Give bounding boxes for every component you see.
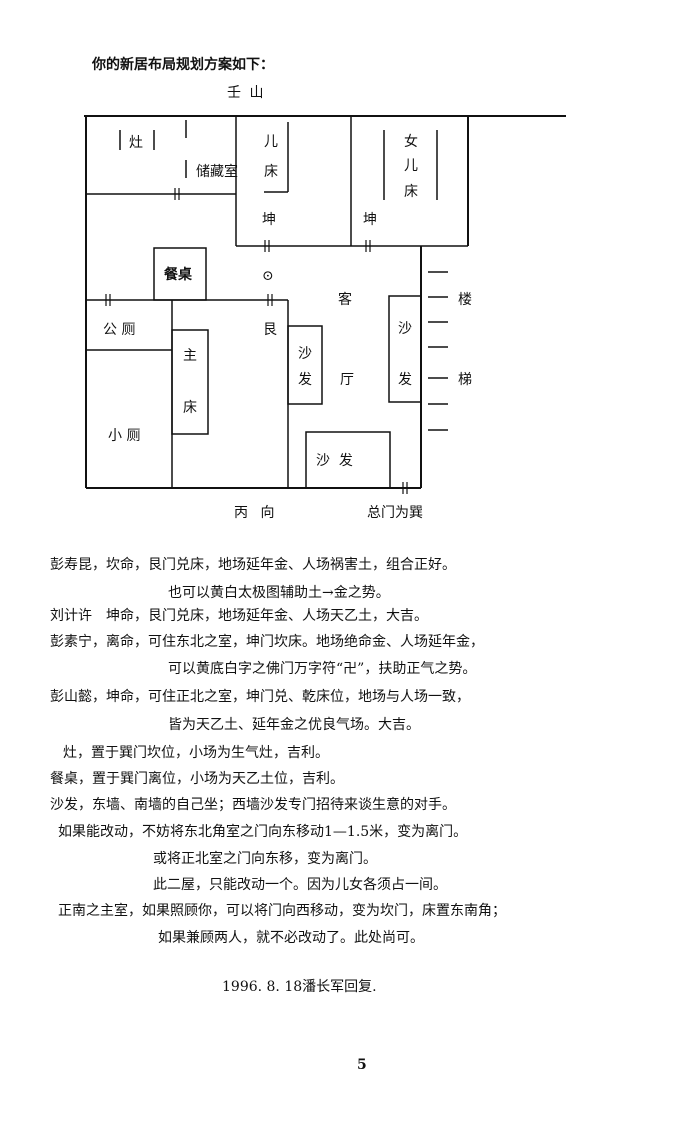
body-line-14: 正南之主室，如果照顾你，可以将门向西移动，变为坎门，床置东南角； xyxy=(58,903,506,919)
master-bed-label-1: 主 xyxy=(183,348,197,364)
son-bed-label-2: 床 xyxy=(264,164,278,180)
body-line-10: 沙发，东墙、南墙的自己坐；西墙沙发专门招待来谈生意的对手。 xyxy=(50,797,456,813)
body-line-11: 如果能改动，不妨将东北角室之门向东移动1—1.5米，变为离门。 xyxy=(58,824,468,840)
stove-label: 灶 xyxy=(129,135,143,151)
dining-table-label: 餐桌 xyxy=(163,266,193,283)
body-line-7: 皆为天乙土、延年金之优良气场。大吉。 xyxy=(168,717,420,733)
floor-plan: 灶 储藏室 儿 床 坤 女 儿 床 坤 餐桌 ⊙ 公 厕 主 床 小 厕 艮 沙… xyxy=(84,115,566,494)
master-bed-label-2: 床 xyxy=(183,400,197,416)
sofa-left-label-2: 发 xyxy=(298,372,312,388)
living-room-label-2: 厅 xyxy=(340,372,354,388)
body-line-13: 此二屋，只能改动一个。因为儿女各须占一间。 xyxy=(153,877,447,893)
body-line-4: 彭素宁，离命，可住东北之室，坤门坎床。地场绝命金、人场延年金， xyxy=(50,634,484,650)
body-line-2: 也可以黄白太极图辅助土→金之势。 xyxy=(168,585,390,601)
kun-left-label: 坤 xyxy=(262,212,276,228)
body-line-3: 刘计许 坤命，艮门兑床，地场延年金、人场天乙土，大吉。 xyxy=(50,608,428,624)
daughter-bed-label-3: 床 xyxy=(404,184,418,200)
daughter-bed-label-1: 女 xyxy=(404,133,418,150)
stairs-label-1: 楼 xyxy=(458,292,472,308)
body-line-12: 或将正北室之门向东移，变为离门。 xyxy=(153,851,377,867)
body-line-1: 彭寿昆，坎命，艮门兑床，地场延年金、人场祸害土，组合正好。 xyxy=(50,557,456,573)
body-line-8: 灶，置于巽门坎位，小场为生气灶，吉利。 xyxy=(63,745,329,761)
living-room-label-1: 客 xyxy=(338,291,352,308)
main-door-label: 总门为巽 xyxy=(367,505,423,521)
sofa-bottom-label: 沙 发 xyxy=(316,453,353,469)
son-bed-label-1: 儿 xyxy=(264,134,278,150)
center-mark-icon: ⊙ xyxy=(262,268,274,284)
body-line-5: 可以黄底白字之佛门万字符“卍”，扶助正气之势。 xyxy=(168,661,477,677)
intro-heading: 你的新居布局规划方案如下： xyxy=(92,57,274,73)
page-number: 5 xyxy=(357,1057,367,1073)
signature: 1996. 8. 18潘长军回复. xyxy=(222,979,377,995)
small-toilet-label: 小 厕 xyxy=(108,428,140,444)
sofa-right-label-1: 沙 xyxy=(398,321,412,337)
body-line-6: 彭山懿，坤命，可住正北之室，坤门兑、乾床位，地场与人场一致， xyxy=(50,689,470,705)
body-line-9: 餐桌，置于巽门离位，小场为天乙土位，吉利。 xyxy=(50,771,344,787)
north-label: 壬 山 xyxy=(227,85,266,101)
body-line-15: 如果兼顾两人，就不必改动了。此处尚可。 xyxy=(158,930,424,946)
sofa-left-label-1: 沙 xyxy=(298,346,312,362)
kun-right-label: 坤 xyxy=(363,212,377,228)
gen-label: 艮 xyxy=(263,322,277,338)
stairs-label-2: 梯 xyxy=(458,372,472,388)
south-label: 丙 向 xyxy=(234,505,279,521)
storage-room-label: 储藏室 xyxy=(196,163,238,180)
sofa-right-label-2: 发 xyxy=(398,372,412,388)
daughter-bed-label-2: 儿 xyxy=(404,158,418,174)
public-toilet-label: 公 厕 xyxy=(103,322,135,338)
